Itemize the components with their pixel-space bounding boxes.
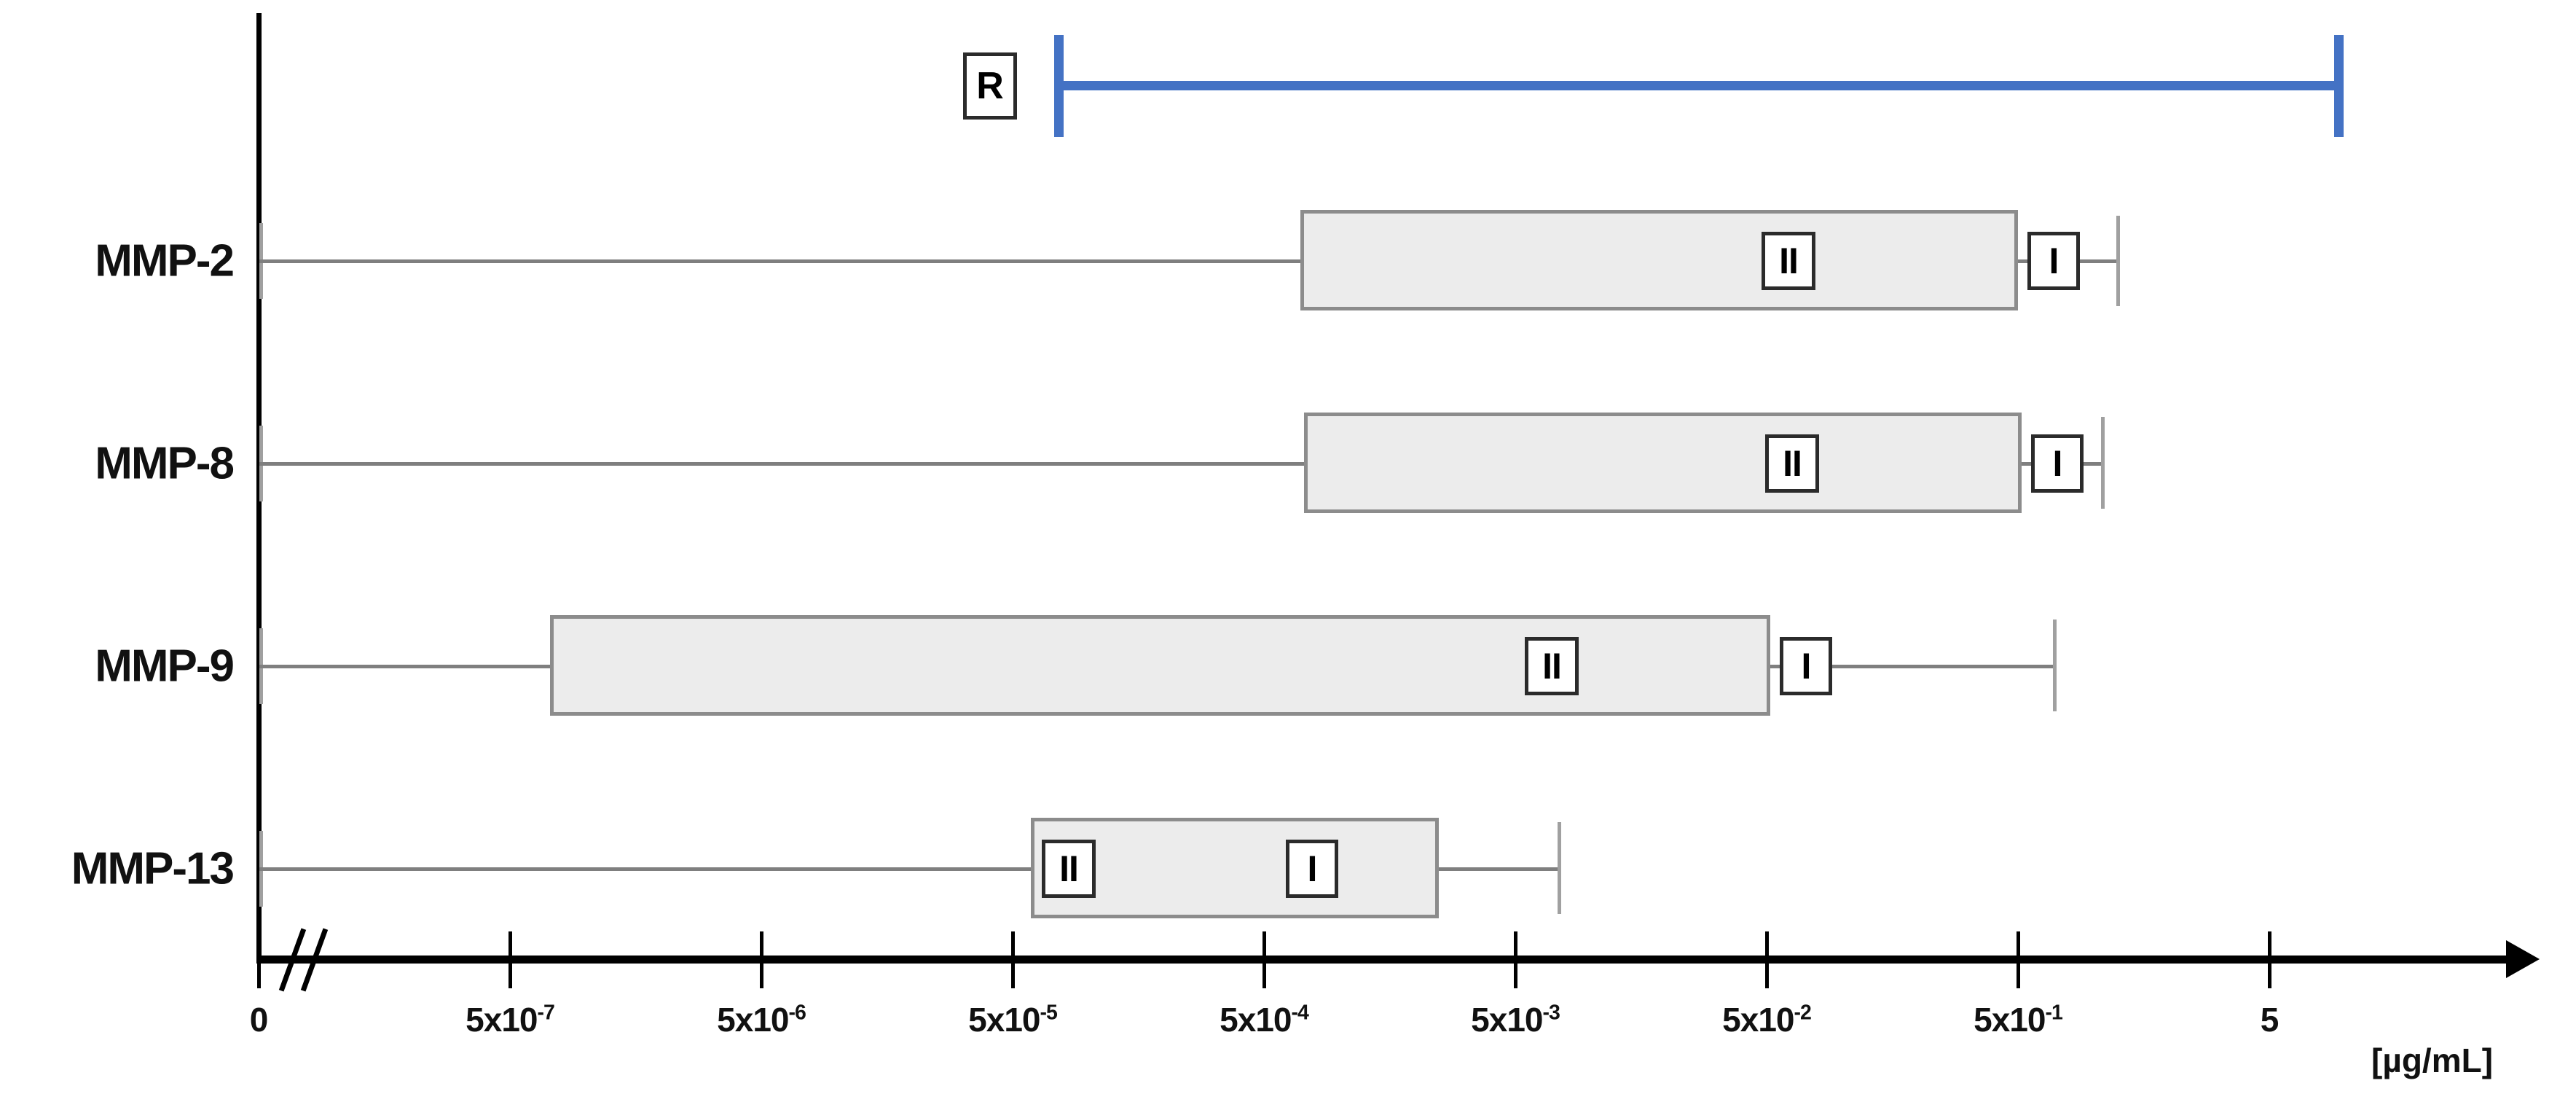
x-tick-2: [760, 931, 763, 988]
x-tick-label-2-mantissa: 5x10: [717, 1001, 789, 1039]
x-tick-4: [1263, 931, 1266, 988]
x-axis-unit-label: [µg/mL]: [2371, 1042, 2494, 1079]
x-tick-label-3-exponent: -5: [1040, 1001, 1057, 1025]
range-box-mmp-2: [1300, 210, 2018, 310]
x-tick-label-4-exponent: -4: [1291, 1001, 1308, 1025]
x-tick-label-2: 5x10-6: [717, 1000, 806, 1039]
marker-chip-i-mmp-2: I: [2027, 232, 2080, 290]
range-box-mmp-8: [1304, 413, 2022, 513]
x-tick-8: [2268, 931, 2271, 988]
x-tick-label-7-mantissa: 5x10: [1974, 1001, 2046, 1039]
x-tick-label-5: 5x10-3: [1471, 1000, 1560, 1039]
x-tick-label-3: 5x10-5: [968, 1000, 1058, 1039]
x-axis-arrow-icon: [2506, 940, 2540, 978]
category-label-mmp-2: MMP-2: [95, 235, 235, 286]
x-tick-label-3-mantissa: 5x10: [968, 1001, 1040, 1039]
range-box-mmp-9: [550, 615, 1770, 716]
x-tick-label-4: 5x10-4: [1220, 1000, 1309, 1039]
category-label-mmp-13: MMP-13: [71, 843, 235, 894]
x-tick-label-2-exponent: -6: [788, 1001, 806, 1025]
x-tick-label-5-exponent: -3: [1542, 1001, 1560, 1025]
x-tick-3: [1011, 931, 1015, 988]
category-label-mmp-8: MMP-8: [95, 438, 235, 489]
x-tick-7: [2017, 931, 2020, 988]
x-tick-label-1-mantissa: 5x10: [466, 1001, 538, 1039]
x-tick-label-1: 5x10-7: [466, 1000, 555, 1039]
whisker-low-mmp-9: [259, 665, 554, 668]
whisker-high-cap-mmp-2: [2116, 216, 2120, 306]
reference-range-bar: [1054, 81, 2344, 90]
marker-chip-ii-mmp-2: II: [1762, 232, 1815, 290]
whisker-low-mmp-8: [259, 462, 1306, 466]
whisker-high-mmp-13: [1439, 867, 1560, 871]
marker-chip-ii-mmp-9: II: [1525, 637, 1579, 695]
x-tick-0: [257, 931, 261, 988]
marker-chip-ii-mmp-13: II: [1042, 840, 1096, 898]
x-tick-label-5-mantissa: 5x10: [1471, 1001, 1543, 1039]
x-tick-label-1-exponent: -7: [537, 1001, 554, 1025]
reference-range-end-cap: [2334, 35, 2344, 137]
marker-chip-i-mmp-8: I: [2031, 434, 2084, 493]
whisker-low-mmp-13: [259, 867, 1033, 871]
marker-chip-i-mmp-9: I: [1780, 637, 1832, 695]
range-box-mmp-13: [1031, 818, 1439, 918]
x-tick-label-7-exponent: -1: [2045, 1001, 2062, 1025]
marker-chip-i-mmp-13: I: [1286, 840, 1338, 898]
x-tick-label-0: 0: [249, 1000, 269, 1039]
x-tick-5: [1514, 931, 1517, 988]
whisker-high-cap-mmp-13: [1558, 822, 1561, 914]
x-tick-label-7: 5x10-1: [1974, 1000, 2063, 1039]
whisker-high-mmp-9: [1770, 665, 2056, 668]
x-axis-line: [256, 956, 2511, 964]
x-tick-label-8-mantissa: 5: [2260, 1001, 2279, 1039]
x-tick-1: [508, 931, 512, 988]
x-tick-label-6: 5x10-2: [1722, 1000, 1812, 1039]
marker-chip-ii-mmp-8: II: [1765, 434, 1819, 493]
x-tick-label-6-exponent: -2: [1794, 1001, 1811, 1025]
reference-marker-chip: R: [963, 52, 1017, 120]
x-tick-label-6-mantissa: 5x10: [1722, 1001, 1794, 1039]
whisker-high-cap-mmp-9: [2053, 620, 2057, 711]
x-tick-label-0-mantissa: 0: [249, 1001, 269, 1039]
y-axis-spine: [256, 13, 262, 964]
whisker-low-mmp-2: [259, 259, 1303, 263]
x-tick-label-8: 5: [2261, 1000, 2279, 1039]
category-label-mmp-9: MMP-9: [95, 641, 235, 692]
whisker-high-cap-mmp-8: [2101, 417, 2105, 509]
x-tick-6: [1765, 931, 1769, 988]
x-tick-label-4-mantissa: 5x10: [1220, 1001, 1292, 1039]
